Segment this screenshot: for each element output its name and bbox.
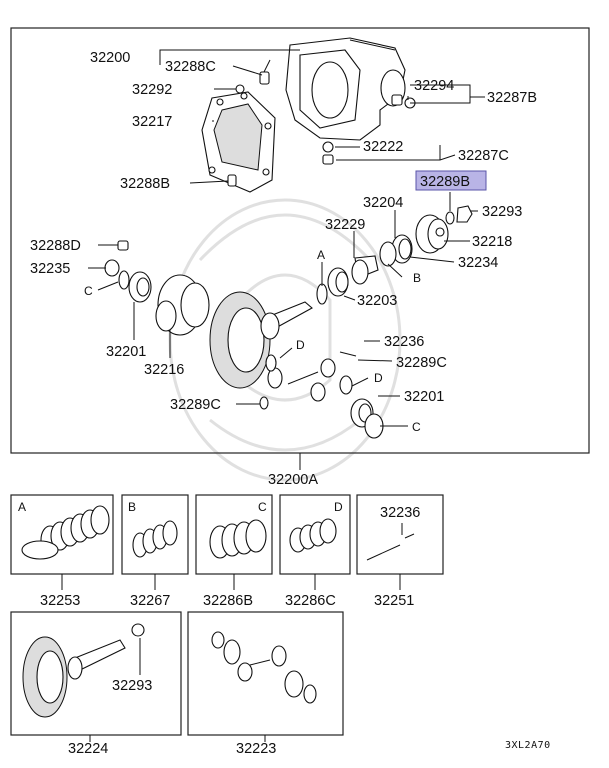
label-32224: 32224	[68, 741, 108, 757]
box-letter-D: D	[334, 500, 343, 514]
pinion-mate-2[interactable]	[310, 382, 326, 402]
label-32201-left: 32201	[106, 344, 146, 360]
label-32267: 32267	[130, 593, 170, 609]
label-32286B: 32286B	[203, 593, 253, 609]
carrier-housing[interactable]	[285, 37, 406, 141]
label-32293-box: 32293	[112, 678, 152, 694]
bearing-32218[interactable]	[391, 234, 413, 264]
label-32200: 32200	[90, 50, 130, 66]
leader-lines	[88, 49, 485, 427]
pinion-mate-1[interactable]	[320, 358, 336, 378]
letter-D-2: D	[374, 371, 383, 385]
label-32223: 32223	[236, 741, 276, 757]
diff-cover[interactable]	[201, 91, 276, 193]
companion-flange[interactable]	[415, 214, 449, 254]
washer-d-stack-icon	[289, 518, 337, 553]
washer-A[interactable]	[316, 283, 328, 305]
label-32235: 32235	[30, 261, 70, 277]
pinion-shaft[interactable]	[287, 371, 319, 385]
nut-washer[interactable]	[445, 205, 473, 225]
washer-D-2[interactable]	[339, 375, 353, 395]
watermark-emblem	[168, 198, 402, 482]
diff-case-32216[interactable]	[155, 274, 210, 336]
oil-seal-32234[interactable]	[379, 241, 397, 267]
label-32288B: 32288B	[120, 176, 170, 192]
diagram-code: 3XL2A70	[505, 740, 551, 751]
box-letter-C: C	[258, 500, 267, 514]
lock-pin-32236[interactable]	[339, 351, 357, 357]
bolt-32288C[interactable]	[259, 59, 271, 85]
label-32294: 32294	[414, 78, 454, 94]
letter-B: B	[413, 271, 421, 285]
label-32293-main: 32293	[482, 204, 522, 220]
label-32288D: 32288D	[30, 238, 81, 254]
label-32289C-right: 32289C	[396, 355, 447, 371]
washer-32289C[interactable]	[259, 396, 269, 410]
letter-A: A	[317, 248, 325, 262]
ring-pinion-set-icon	[22, 623, 145, 718]
label-32222: 32222	[363, 139, 403, 155]
spacer-32229[interactable]	[351, 255, 379, 285]
kit-box-32267[interactable]: B	[121, 494, 189, 590]
label-32288C: 32288C	[165, 59, 216, 75]
shim-c-stack-icon	[209, 519, 267, 559]
label-32217: 32217	[132, 114, 172, 130]
kit-box-32286C[interactable]: D	[279, 494, 351, 590]
spacer-stack-icon	[132, 520, 178, 558]
label-32253: 32253	[40, 593, 80, 609]
drive-pinion[interactable]	[260, 301, 313, 340]
ring-gear[interactable]	[209, 291, 271, 389]
label-32236-box: 32236	[380, 505, 420, 521]
kit-box-32286B[interactable]: C	[195, 494, 273, 590]
label-32251: 32251	[374, 593, 414, 609]
kit-box-32223[interactable]	[187, 611, 344, 742]
plug-32222[interactable]	[322, 141, 334, 165]
label-32286C: 32286C	[285, 593, 336, 609]
label-32289C-left: 32289C	[170, 397, 221, 413]
label-32236-main: 32236	[384, 334, 424, 350]
label-32292: 32292	[132, 82, 172, 98]
label-32218: 32218	[472, 234, 512, 250]
letter-C-right: C	[412, 420, 421, 434]
label-32287B: 32287B	[487, 90, 537, 106]
label-32216: 32216	[144, 362, 184, 378]
washer-D-1[interactable]	[265, 354, 277, 372]
label-32289B[interactable]: 32289B	[420, 174, 470, 190]
bolt-32288B[interactable]	[227, 174, 237, 187]
kit-box-32253[interactable]: A	[10, 494, 114, 590]
kit-box-32224[interactable]	[10, 611, 182, 742]
highlight-box	[415, 170, 487, 191]
kit-box-32251[interactable]: 32236	[356, 494, 444, 590]
label-32203: 32203	[357, 293, 397, 309]
label-32287C: 32287C	[458, 148, 509, 164]
shim-stack-icon	[21, 505, 110, 560]
pin-icon	[366, 533, 415, 561]
bearing-32203[interactable]	[327, 267, 349, 297]
shim-C-left[interactable]	[118, 270, 130, 290]
label-32204: 32204	[363, 195, 403, 211]
callout-labels: 32200 32288C 32292 32217 32288B 32294 32…	[30, 50, 537, 488]
label-32229: 32229	[325, 217, 365, 233]
bolt-32288D[interactable]	[117, 240, 129, 251]
label-32200A: 32200A	[268, 472, 318, 488]
plug-32292[interactable]	[235, 84, 245, 94]
label-32201-right: 32201	[404, 389, 444, 405]
letter-C-left: C	[84, 284, 93, 298]
bearing-32201-left[interactable]	[128, 271, 152, 303]
spider-gear-set-icon	[211, 631, 317, 704]
letter-D-1: D	[296, 338, 305, 352]
box-letter-B: B	[128, 500, 136, 514]
label-32234: 32234	[458, 255, 498, 271]
seal-32235[interactable]	[104, 259, 120, 277]
box-letter-A: A	[18, 500, 26, 514]
